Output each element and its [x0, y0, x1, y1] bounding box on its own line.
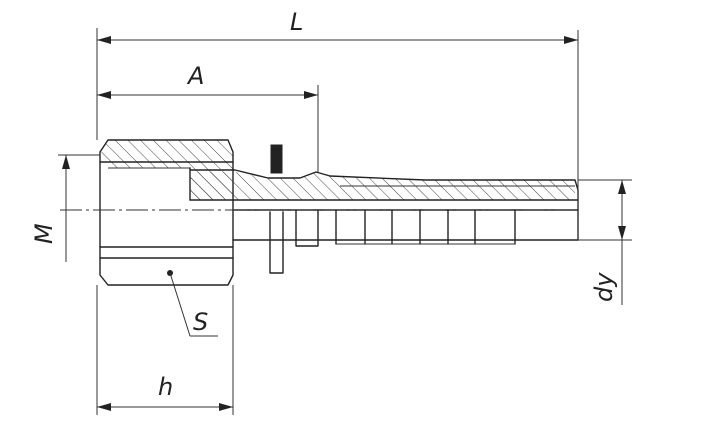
- dimension-h: h: [96, 285, 234, 415]
- dimension-M-label: M: [30, 223, 58, 244]
- nut-outline: [99, 139, 234, 286]
- dimension-dy-label: dy: [590, 272, 618, 302]
- dimension-M: M: [30, 154, 100, 262]
- o-ring: [269, 144, 284, 274]
- dimension-h-label: h: [158, 373, 173, 401]
- dimension-S: S: [169, 272, 218, 337]
- dimension-L-label: L: [290, 8, 303, 36]
- dimension-dy: dy: [578, 179, 632, 305]
- dimension-L: L: [96, 8, 579, 240]
- dimension-A: A: [97, 62, 319, 172]
- nut: [99, 139, 234, 286]
- dimension-S-label: S: [193, 308, 208, 336]
- dimension-A-label: A: [186, 62, 204, 90]
- nipple-body: [189, 169, 579, 247]
